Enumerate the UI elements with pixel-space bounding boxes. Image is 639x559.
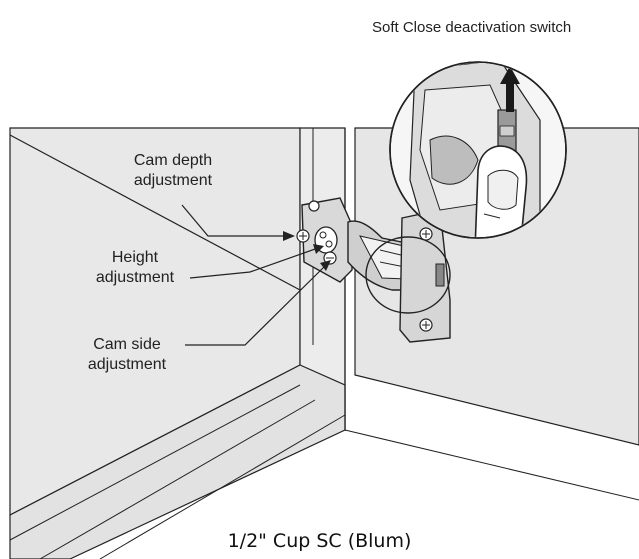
height-label: Height adjustment (80, 248, 190, 288)
door-bottom-edge (344, 429, 639, 501)
shelf-line-3 (99, 414, 346, 559)
shelf-line-2 (39, 399, 316, 559)
mounting-screw (308, 200, 320, 212)
diagram-caption: 1/2" Cup SC (Blum) (227, 530, 412, 552)
soft-close-switch (435, 263, 445, 287)
height-label-line-1: Height (111, 249, 159, 266)
cam-side-label-line-2: adjustment (87, 356, 167, 373)
height-leader (189, 247, 319, 279)
hinge-cup (365, 236, 451, 314)
cam-side-label-line-1: Cam side (93, 336, 161, 353)
magnified-detail (389, 61, 567, 239)
cam-depth-label-line-2: adjustment (133, 172, 213, 189)
cam-side-leader (185, 264, 327, 346)
panel-diagonal-edge (9, 134, 301, 291)
cam-side-label: Cam side adjustment (72, 335, 182, 375)
shelf-line-1 (9, 384, 301, 541)
cam-depth-label-line-1: Cam depth (133, 152, 213, 169)
cam-depth-label: Cam depth adjustment (118, 151, 228, 191)
height-label-line-2: adjustment (95, 269, 175, 286)
soft-close-switch-label: Soft Close deactivation switch (372, 19, 572, 36)
cam-depth-leader (181, 204, 285, 237)
